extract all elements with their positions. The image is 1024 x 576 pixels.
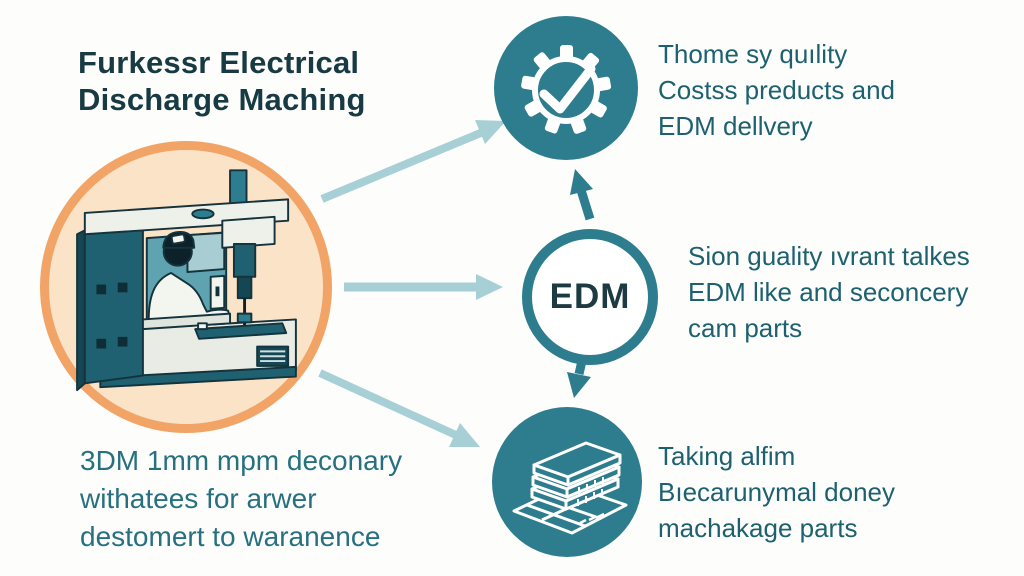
edm-label: EDM bbox=[549, 277, 631, 316]
connector-arrow-top bbox=[320, 120, 506, 203]
flow-arrow-up-icon bbox=[570, 169, 595, 221]
stacked-sheets-icon bbox=[512, 441, 628, 535]
quality-badge bbox=[494, 16, 638, 160]
item-top-line-3: EDM dellvery bbox=[658, 111, 813, 141]
item-middle-line-2: EDM like and seconcery bbox=[688, 277, 969, 307]
edm-node: EDM bbox=[522, 229, 658, 365]
item-bottom-line-1: Taking alfim bbox=[658, 441, 796, 471]
page-title-line-2: Discharge Maching bbox=[78, 82, 366, 117]
item-middle-line-3: cam parts bbox=[688, 313, 803, 343]
item-text-bottom: Taking alfim Bıecarunymal doney machakag… bbox=[658, 438, 895, 546]
caption-line-2: withatees for arwer bbox=[80, 483, 317, 514]
item-top-line-1: Thome sy quılity bbox=[658, 39, 848, 69]
item-middle-line-1: Sion guality ıvrant talkes bbox=[688, 241, 970, 271]
connector-arrow-middle bbox=[344, 274, 503, 300]
page-title-line-1: Furkessr Electrical bbox=[78, 45, 360, 80]
gear-check-icon bbox=[521, 45, 612, 134]
parts-badge bbox=[492, 407, 642, 557]
edm-machine-icon bbox=[76, 169, 297, 392]
item-bottom-line-2: Bıecarunymal doney bbox=[658, 477, 896, 507]
item-bottom-line-3: machakage parts bbox=[658, 513, 858, 543]
connector-arrow-bottom bbox=[318, 369, 480, 447]
caption-line-1: 3DM 1mm mpm deconary bbox=[80, 445, 403, 476]
item-text-top: Thome sy quılity Costss preducts and EDM… bbox=[658, 36, 895, 144]
item-text-middle: Sion guality ıvrant talkes EDM like and … bbox=[688, 238, 970, 346]
machine-illustration-circle bbox=[40, 141, 332, 433]
page-title: Furkessr Electrical Discharge Maching bbox=[78, 44, 366, 118]
caption-line-3: destomert to waranence bbox=[80, 521, 381, 552]
caption-text: 3DM 1mm mpm deconary withatees for arwer… bbox=[80, 442, 402, 556]
item-top-line-2: Costss preducts and bbox=[658, 75, 896, 105]
